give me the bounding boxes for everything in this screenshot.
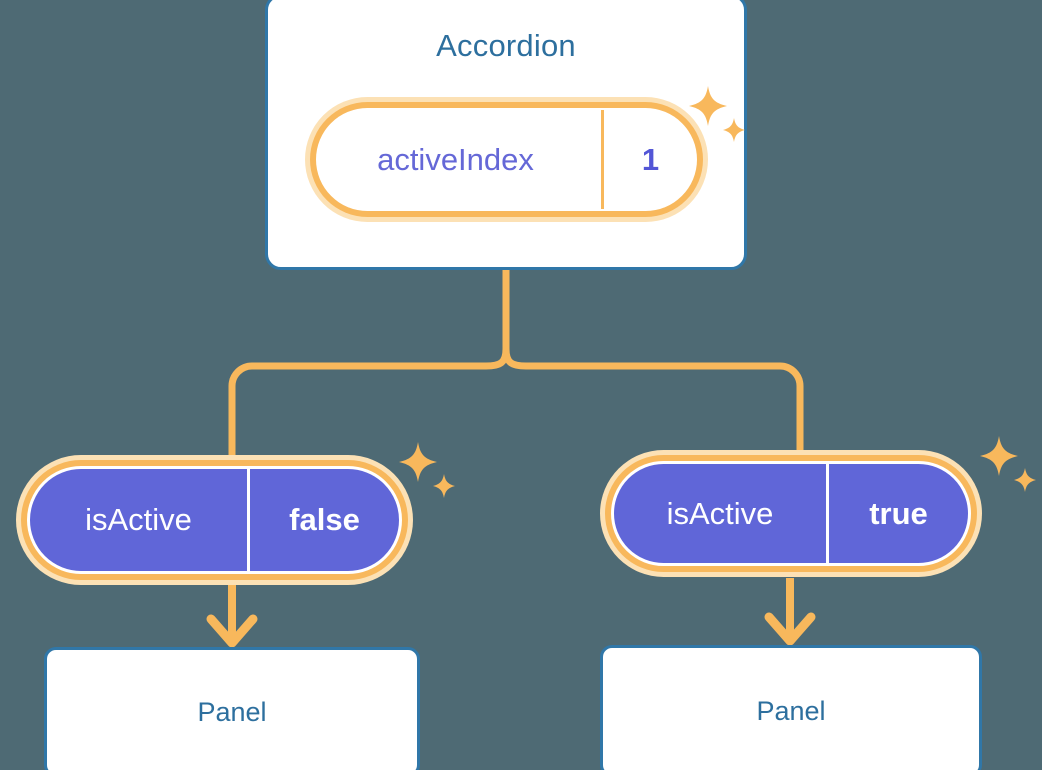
pill-content: isActive true [611, 461, 971, 566]
connector-left-branch [228, 345, 510, 470]
connector-right-branch [502, 345, 804, 466]
accordion-title: Accordion [436, 28, 576, 63]
pill-divider [247, 469, 250, 571]
sparkle-small-icon [1014, 468, 1036, 492]
panel-component-left[interactable]: Panel [44, 647, 420, 770]
panel-title-left: Panel [197, 696, 267, 727]
sparkle-group-right [977, 434, 1041, 503]
pill-content: isActive false [27, 466, 402, 574]
panel-title-right: Panel [756, 695, 826, 726]
pill-content: activeIndex 1 [316, 108, 697, 211]
arrow-down-icon-right [764, 578, 816, 646]
prop-pill-is-active-true[interactable]: isActive true [600, 450, 982, 577]
arrow-down-icon-left [206, 585, 258, 648]
prop-pill-is-active-false[interactable]: isActive false [16, 455, 413, 585]
state-key-label: activeIndex [377, 141, 534, 177]
sparkle-icon [980, 436, 1018, 476]
prop-key-label: isActive [85, 502, 192, 537]
sparkle-small-icon [433, 474, 455, 498]
prop-key-label: isActive [666, 495, 774, 531]
pill-divider [826, 464, 829, 563]
panel-component-right[interactable]: Panel [600, 645, 982, 770]
prop-value-label: false [289, 502, 360, 537]
state-pill-active-index[interactable]: activeIndex 1 [305, 97, 708, 222]
pill-divider [601, 110, 604, 209]
prop-value-label: true [869, 495, 928, 531]
state-value-label: 1 [641, 141, 660, 177]
